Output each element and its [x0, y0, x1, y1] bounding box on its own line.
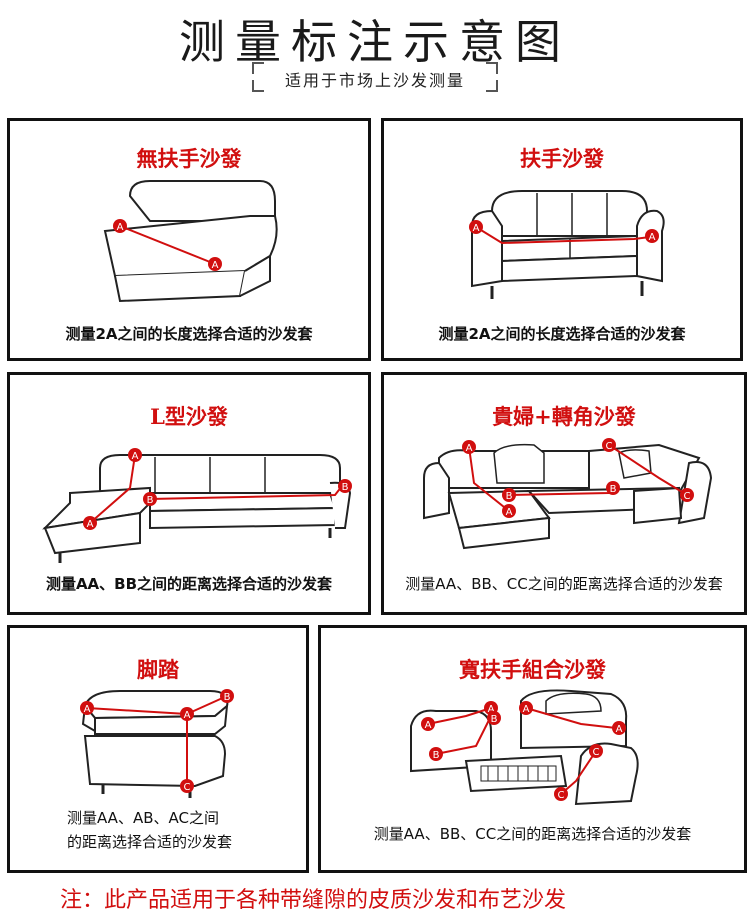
marker-c: C [606, 441, 613, 452]
marker-a: A [132, 451, 139, 462]
marker-b: B [342, 482, 349, 493]
marker-c: C [684, 491, 691, 502]
marker-c: C [593, 747, 600, 758]
arm-sofa-drawing: A A [469, 190, 665, 299]
subtitle: 适用于市场上沙发测量 [284, 71, 465, 90]
subtitle-frame: 适用于市场上沙发测量 [252, 62, 498, 92]
marker-a: A [212, 260, 219, 271]
panel-title: 貴婦+轉角沙發 [492, 404, 636, 429]
panel-caption: 测量2A之间的长度选择合适的沙发套 [65, 325, 313, 343]
panel-caption: 测量AA、AB、AC之间 的距离选择合适的沙发套 [67, 806, 232, 854]
footstool-drawing: A A B C [80, 689, 234, 798]
caption-line-2: 的距离选择合适的沙发套 [67, 833, 233, 851]
marker-a: A [466, 443, 473, 454]
panel-footstool: 脚踏 A A B C 测量AA、AB、AC之间 的距离选择合适的沙发套 [7, 625, 309, 873]
marker-b: B [610, 484, 617, 495]
marker-b: B [491, 714, 498, 725]
caption-line-1: 测量AA、AB、AC之间 [67, 809, 219, 827]
marker-a: A [184, 710, 191, 721]
armless-sofa-drawing: A A [103, 180, 278, 303]
panel-caption: 测量AA、BB、CC之间的距离选择合适的沙发套 [405, 575, 723, 593]
panel-armless-sofa: 無扶手沙發 A A 测量2A之间的长度选择合适的沙发套 [7, 118, 371, 361]
marker-b: B [224, 692, 231, 703]
page-title: 测量标注示意图 [179, 15, 571, 69]
marker-c: C [184, 782, 191, 793]
marker-b: B [506, 491, 513, 502]
wide-arm-combo-drawing: A A B B A A C C [410, 689, 639, 806]
panel-arm-sofa: 扶手沙發 A A 测量2A之间的长度选择合适的沙发套 [381, 118, 743, 361]
panel-title: 脚踏 [137, 657, 179, 682]
marker-a: A [117, 222, 124, 233]
panel-chaise-corner-sofa: 貴婦+轉角沙發 A A B B C C 测量AA、BB、CC之间的距离选择合适的… [381, 372, 747, 615]
marker-a: A [84, 704, 91, 715]
panel-caption: 测量2A之间的长度选择合适的沙发套 [438, 325, 686, 343]
l-sofa-drawing: A A B B [42, 448, 352, 563]
marker-a: A [488, 704, 495, 715]
marker-a: A [473, 223, 480, 234]
panel-title: 扶手沙發 [520, 146, 604, 171]
panel-title: 無扶手沙發 [136, 146, 242, 171]
panel-title: L型沙發 [150, 404, 228, 429]
marker-a: A [616, 724, 623, 735]
marker-a: A [425, 720, 432, 731]
panel-title: 寬扶手組合沙發 [459, 657, 606, 682]
marker-a: A [87, 519, 94, 530]
footer-note: 注：此产品适用于各种带缝隙的皮质沙发和布艺沙发 [60, 888, 567, 913]
marker-b: B [433, 750, 440, 761]
chaise-corner-sofa-drawing: A A B B C C [423, 438, 713, 550]
marker-a: A [506, 507, 513, 518]
panel-l-sofa: L型沙發 A A B B 测量AA、BB之间的距离选择合适的沙发套 [7, 372, 371, 615]
marker-c: C [558, 790, 565, 801]
marker-a: A [523, 704, 530, 715]
panel-caption: 测量AA、BB、CC之间的距离选择合适的沙发套 [373, 825, 692, 843]
panel-caption: 测量AA、BB之间的距离选择合适的沙发套 [45, 575, 333, 593]
panel-wide-arm-combo: 寬扶手組合沙發 A A B B A A C C 测量AA、BB、CC之 [318, 625, 747, 873]
marker-a: A [649, 232, 656, 243]
marker-b: B [147, 495, 154, 506]
